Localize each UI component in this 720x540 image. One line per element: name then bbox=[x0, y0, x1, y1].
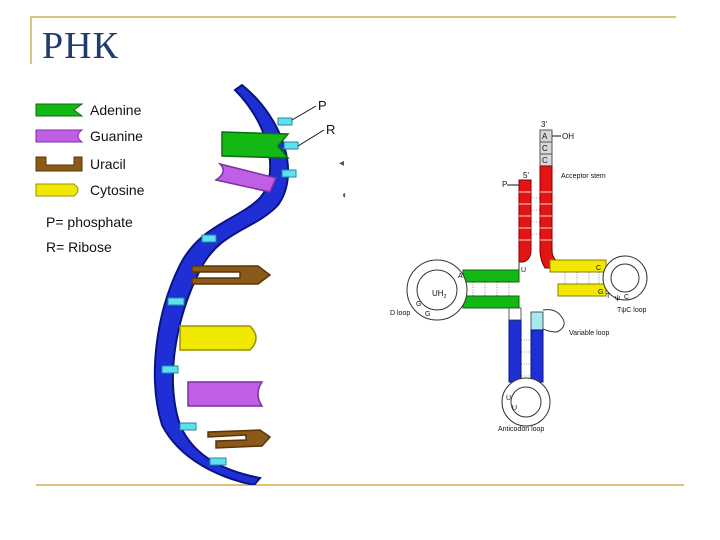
ribose-segment bbox=[283, 141, 299, 150]
tail-base-c: C bbox=[542, 156, 548, 165]
anticodon-loop-inner bbox=[510, 386, 542, 418]
anticodon-base: U bbox=[506, 395, 511, 402]
d-loop-base: A bbox=[458, 273, 463, 280]
t-stem-base-c: C bbox=[596, 265, 601, 272]
guanine-swatch-icon bbox=[35, 129, 84, 143]
three-prime-label: 3' bbox=[541, 120, 547, 129]
anticodon-stem bbox=[508, 319, 544, 383]
adenine-swatch-icon bbox=[35, 103, 84, 117]
legend-item-adenine: Adenine bbox=[34, 100, 141, 120]
p-pointer-line bbox=[291, 105, 317, 121]
strand-r-label: R bbox=[326, 122, 335, 137]
acceptor-stem-label: Acceptor stem bbox=[561, 173, 606, 180]
d-loop-base: G bbox=[416, 301, 421, 308]
legend-phosphate: P= phosphate bbox=[46, 214, 133, 230]
t-stem-pairing bbox=[564, 272, 600, 284]
uh2-label: UH2 bbox=[432, 289, 447, 300]
anticodon-stem-upper bbox=[508, 307, 522, 321]
ribose-segment bbox=[161, 365, 179, 374]
legend-item-uracil: Uracil bbox=[34, 154, 126, 174]
acceptor-stem bbox=[518, 165, 565, 269]
strand-p-label: P bbox=[318, 98, 327, 113]
cytosine-base bbox=[179, 325, 257, 351]
anticodon-base: U bbox=[512, 405, 517, 412]
d-stem bbox=[462, 269, 520, 309]
legend-item-guanine: Guanine bbox=[34, 126, 143, 146]
ribose-segment bbox=[167, 297, 185, 306]
cytosine-swatch-icon bbox=[35, 183, 79, 197]
d-stem-pairing bbox=[472, 282, 510, 296]
r-pointer-line bbox=[297, 129, 325, 147]
pointer-mark: ◂ bbox=[339, 158, 344, 169]
tail-base-a: A bbox=[542, 132, 548, 141]
frame-top-line bbox=[30, 16, 676, 18]
t-stem bbox=[549, 259, 607, 297]
ribose-segment bbox=[179, 422, 197, 431]
t-loop-base: G bbox=[598, 289, 603, 296]
guanine-base bbox=[214, 162, 278, 193]
d-loop-base: G bbox=[425, 311, 430, 318]
variable-loop bbox=[534, 309, 565, 333]
guanine-base bbox=[187, 381, 264, 407]
legend-ribose: R= Ribose bbox=[46, 239, 112, 255]
frame-bottom-line bbox=[36, 484, 684, 486]
acceptor-pairing-lines bbox=[531, 197, 540, 235]
u-base: U bbox=[521, 267, 526, 274]
uracil-base bbox=[191, 265, 272, 285]
rna-strand-illustration: P R ◂ ◖ bbox=[153, 83, 347, 485]
d-loop-label: D loop bbox=[390, 310, 410, 317]
ribose-segment bbox=[209, 457, 227, 466]
p-label: P bbox=[502, 180, 507, 189]
adenine-base bbox=[221, 131, 290, 159]
uracil-base bbox=[207, 429, 272, 449]
uracil-swatch-icon bbox=[35, 156, 83, 172]
ribose-segment bbox=[201, 234, 217, 243]
anticodon-loop-label: Anticodon loop bbox=[498, 426, 544, 433]
tail-base-c: C bbox=[542, 144, 548, 153]
trna-cloverleaf-diagram: 3' A C C OH 5' P Acceptor stem C G T ψ C… bbox=[390, 120, 648, 433]
tpsic-loop-label: TψC loop bbox=[617, 307, 647, 314]
ribose-segment bbox=[277, 117, 293, 126]
ribose-segment bbox=[281, 169, 297, 178]
five-prime-label: 5' bbox=[523, 171, 529, 180]
pointer-mark: ◖ bbox=[341, 190, 347, 201]
t-loop-base: ψ bbox=[615, 295, 620, 302]
t-loop-base: T bbox=[606, 293, 611, 300]
anticodon-pairing bbox=[521, 339, 531, 377]
t-loop-inner bbox=[610, 263, 640, 293]
acceptor-stem-ticks bbox=[519, 191, 552, 241]
legend-item-cytosine: Cytosine bbox=[34, 180, 144, 200]
slide-title: РНК bbox=[42, 25, 119, 67]
frame-left-line bbox=[30, 16, 32, 64]
legend: Adenine Guanine Uracil Cytosine P= phosp… bbox=[34, 96, 204, 266]
d-loop-inner bbox=[416, 269, 458, 311]
rna-backbone bbox=[153, 83, 290, 485]
variable-loop-segment bbox=[530, 311, 544, 331]
oh-label: OH bbox=[562, 132, 574, 141]
t-loop-base: C bbox=[624, 294, 629, 301]
variable-loop-label: Variable loop bbox=[569, 330, 609, 337]
